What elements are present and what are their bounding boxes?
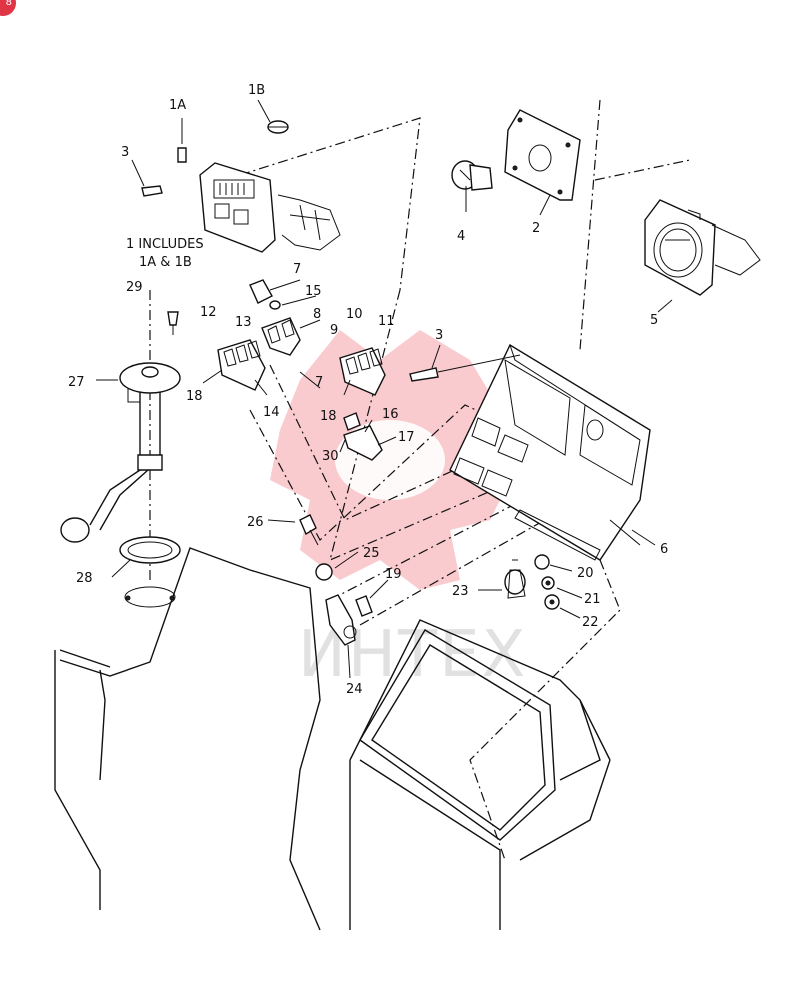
callout-labels: 1A 1B 3 4 2 5 7 15 8 29 12 13 10 11 9 3 … bbox=[68, 83, 668, 697]
callout-3-top: 3 bbox=[121, 145, 129, 160]
part-26-key bbox=[299, 514, 319, 546]
callout-19: 19 bbox=[385, 567, 402, 582]
part-19-connector bbox=[355, 595, 373, 617]
callout-12: 12 bbox=[200, 305, 217, 320]
callout-10: 10 bbox=[346, 307, 363, 322]
callout-24: 24 bbox=[346, 682, 363, 697]
callout-14: 14 bbox=[263, 405, 280, 420]
callout-28: 28 bbox=[76, 571, 93, 586]
machine-body bbox=[54, 547, 611, 931]
part-7-toggle-switch bbox=[249, 279, 281, 310]
callout-7-top: 7 bbox=[293, 262, 301, 277]
callout-6: 6 bbox=[660, 542, 668, 557]
callout-25: 25 bbox=[363, 546, 380, 561]
callout-4: 4 bbox=[457, 229, 465, 244]
callout-30: 30 bbox=[322, 449, 339, 464]
callout-1B: 1B bbox=[248, 83, 265, 98]
callout-8: 8 bbox=[313, 307, 321, 322]
callout-1A: 1A bbox=[169, 98, 186, 113]
callout-5: 5 bbox=[650, 313, 658, 328]
part-1-gauge-panel bbox=[131, 99, 341, 253]
part-8-switch-pair bbox=[261, 317, 301, 356]
callout-15: 15 bbox=[305, 284, 322, 299]
part-25-nut bbox=[315, 563, 333, 581]
callout-18-mid: 18 bbox=[320, 409, 337, 424]
callout-26: 26 bbox=[247, 515, 264, 530]
callout-21: 21 bbox=[584, 592, 601, 607]
part-16-17-switch bbox=[343, 412, 383, 461]
part-6-console-panel bbox=[449, 344, 651, 561]
part-5-round-gauge bbox=[644, 199, 761, 313]
part-24-plug bbox=[325, 594, 357, 646]
part-2-mount-plate bbox=[504, 109, 581, 216]
callout-11: 11 bbox=[378, 314, 395, 329]
callout-27: 27 bbox=[68, 375, 85, 390]
note-includes-line2: 1A & 1B bbox=[139, 255, 192, 270]
callout-29: 29 bbox=[126, 280, 143, 295]
callout-7-bottom: 7 bbox=[315, 375, 323, 390]
part-9-11-switch-bank bbox=[339, 347, 386, 396]
part-20-22-nuts bbox=[534, 554, 560, 610]
part-29-screw bbox=[167, 311, 179, 335]
callout-16: 16 bbox=[382, 407, 399, 422]
callout-2: 2 bbox=[532, 221, 540, 236]
callout-23: 23 bbox=[452, 584, 469, 599]
callout-17: 17 bbox=[398, 430, 415, 445]
callout-arrows bbox=[96, 279, 656, 679]
callout-9: 9 bbox=[330, 323, 338, 338]
callout-13: 13 bbox=[235, 315, 252, 330]
part-28-gasket bbox=[119, 536, 181, 608]
part-27-fuel-sender bbox=[60, 362, 181, 543]
part-12-14-switch-bank bbox=[217, 339, 266, 391]
callout-22: 22 bbox=[582, 615, 599, 630]
callout-20: 20 bbox=[577, 566, 594, 581]
callout-3-mid: 3 bbox=[435, 328, 443, 343]
callout-18-left: 18 bbox=[186, 389, 203, 404]
part-4-ignition-switch bbox=[451, 160, 493, 212]
part-23-switch bbox=[504, 559, 526, 599]
corner-badge: 8 bbox=[0, 0, 16, 16]
note-includes-line1: 1 INCLUDES bbox=[126, 237, 204, 252]
